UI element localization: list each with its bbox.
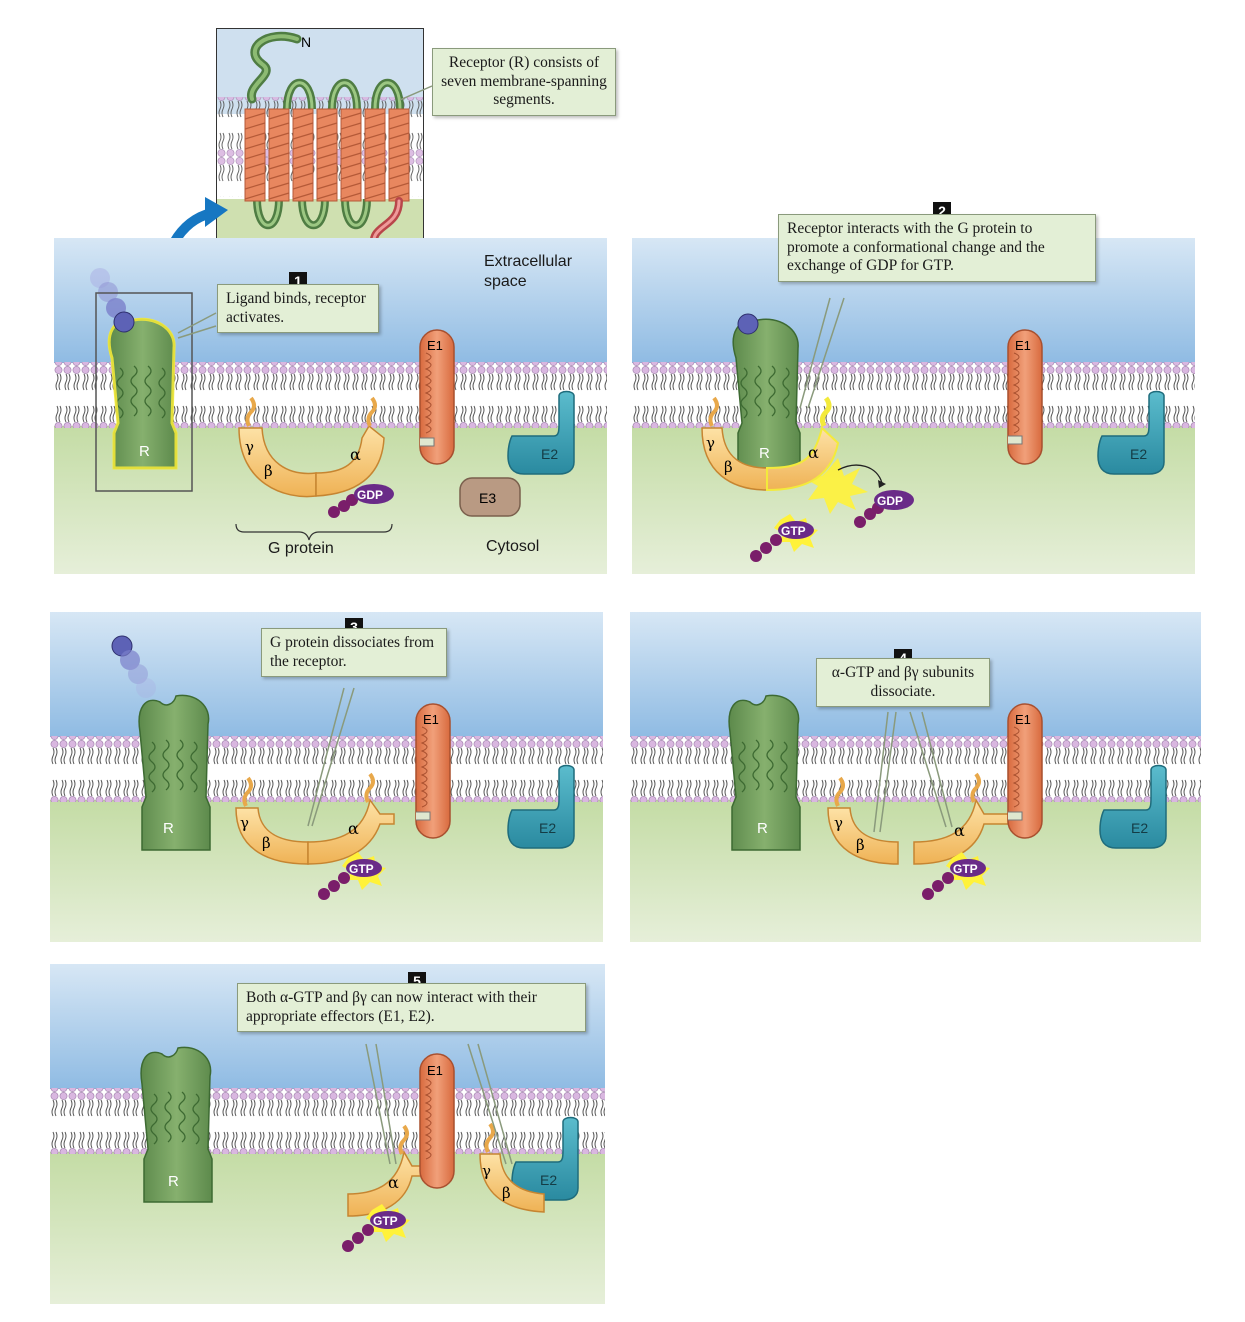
receptor-label: R xyxy=(163,820,174,837)
gtp-label: GTP xyxy=(349,862,374,876)
effector-e3: E3 xyxy=(459,477,521,517)
effector-e1: E1 xyxy=(1007,329,1043,465)
receptor-inset-drawing: N C xyxy=(217,29,423,267)
panel-step-2: R γ β α GDP GTP xyxy=(632,238,1195,574)
inset-callout: Receptor (R) consists of seven membrane-… xyxy=(432,48,616,116)
gtp-icon: GTP xyxy=(922,852,990,900)
e1-label: E1 xyxy=(1015,338,1031,353)
beta-gamma-subunit: γ β xyxy=(827,776,899,865)
panel-step-4: R γ β α GTP E1 E2 xyxy=(630,612,1201,942)
effector-e1: E1 xyxy=(419,1053,455,1189)
zoom-box xyxy=(95,292,193,492)
beta-label: β xyxy=(502,1184,511,1202)
alpha-label: α xyxy=(388,1173,399,1192)
receptor: R xyxy=(728,694,801,851)
beta-label: β xyxy=(262,834,271,852)
receptor-label: R xyxy=(757,820,768,837)
beta-label: β xyxy=(856,836,865,854)
effector-e2: E2 xyxy=(1097,390,1165,475)
ligand-icon xyxy=(737,313,759,335)
receptor: R xyxy=(107,317,178,470)
callout-step-4: α-GTP and βγ subunits dissociate. xyxy=(816,658,990,708)
gamma-label: γ xyxy=(482,1162,491,1180)
e2-label: E2 xyxy=(540,1172,557,1188)
inset-callout-pointer xyxy=(400,85,433,101)
gamma-label: γ xyxy=(245,438,254,456)
gdp-release-arrow xyxy=(837,464,883,484)
ligand-icon xyxy=(90,268,135,333)
cytosol-label: Cytosol xyxy=(486,538,540,555)
callout-step-5: Both α-GTP and βγ can now interact with … xyxy=(237,983,586,1033)
callout-step-3: G protein dissociates from the receptor. xyxy=(261,628,447,678)
gdp-icon: GDP xyxy=(854,490,914,528)
panel-2-drawing: R γ β α GDP GTP xyxy=(632,238,1195,574)
gtp-label: GTP xyxy=(373,1214,398,1228)
beta-label: β xyxy=(264,462,273,480)
gtp-icon: GTP xyxy=(342,1204,410,1252)
ligand-icon xyxy=(111,635,156,698)
e2-label: E2 xyxy=(541,446,558,462)
e2-label: E2 xyxy=(1130,446,1147,462)
e2-label: E2 xyxy=(539,820,556,836)
effector-e1: E1 xyxy=(1007,703,1043,839)
alpha-label: α xyxy=(348,819,359,838)
alpha-subunit: α xyxy=(913,772,1009,865)
g-protein-label: G protein xyxy=(268,540,334,557)
effector-e1: E1 xyxy=(419,329,455,465)
effector-e2: E2 xyxy=(1099,764,1167,849)
receptor-inset: N C xyxy=(216,28,424,268)
g-protein: γ β α xyxy=(235,772,395,865)
extracellular-label: Extracellular space xyxy=(484,253,573,290)
gdp-icon: GDP xyxy=(328,484,394,518)
e1-label: E1 xyxy=(427,1063,443,1078)
beta-label: β xyxy=(724,458,733,476)
panel-4-drawing: R γ β α GTP E1 E2 xyxy=(630,612,1201,942)
n-terminus-label: N xyxy=(301,34,311,50)
gtp-icon: GTP xyxy=(318,852,386,900)
receptor: R xyxy=(140,1046,213,1203)
gtp-label: GTP xyxy=(781,524,806,538)
receptor-label: R xyxy=(168,1173,179,1190)
gdp-label: GDP xyxy=(357,488,383,502)
gtp-icon: GTP xyxy=(750,514,818,562)
effector-e2: E2 xyxy=(507,764,575,849)
e1-label: E1 xyxy=(1015,712,1031,727)
alpha-label: α xyxy=(808,443,819,462)
g-protein: γ β α xyxy=(701,396,840,492)
gdp-label: GDP xyxy=(877,494,903,508)
callout-step-1: Ligand binds, receptor activates. xyxy=(217,284,379,334)
g-protein-brace xyxy=(235,523,393,541)
e1-label: E1 xyxy=(427,338,443,353)
beta-gamma-subunit: γ β xyxy=(479,1122,545,1213)
receptor-label: R xyxy=(759,445,770,462)
e3-label: E3 xyxy=(479,490,496,506)
receptor: R xyxy=(732,318,801,469)
gtp-label: GTP xyxy=(953,862,978,876)
e1-label: E1 xyxy=(423,712,439,727)
activation-flash-icon xyxy=(804,458,868,514)
effector-e2: E2 xyxy=(507,390,575,475)
callout-step-2: Receptor interacts with the G protein to… xyxy=(778,214,1096,282)
alpha-label: α xyxy=(954,821,965,840)
gamma-label: γ xyxy=(240,814,249,832)
g-protein: γ β α xyxy=(238,396,385,498)
gamma-label: γ xyxy=(834,814,843,832)
e2-label: E2 xyxy=(1131,820,1148,836)
gamma-label: γ xyxy=(706,434,715,452)
effector-e1: E1 xyxy=(415,703,451,839)
receptor-label: R xyxy=(139,443,150,460)
alpha-label: α xyxy=(350,445,361,464)
receptor: R xyxy=(138,694,211,851)
